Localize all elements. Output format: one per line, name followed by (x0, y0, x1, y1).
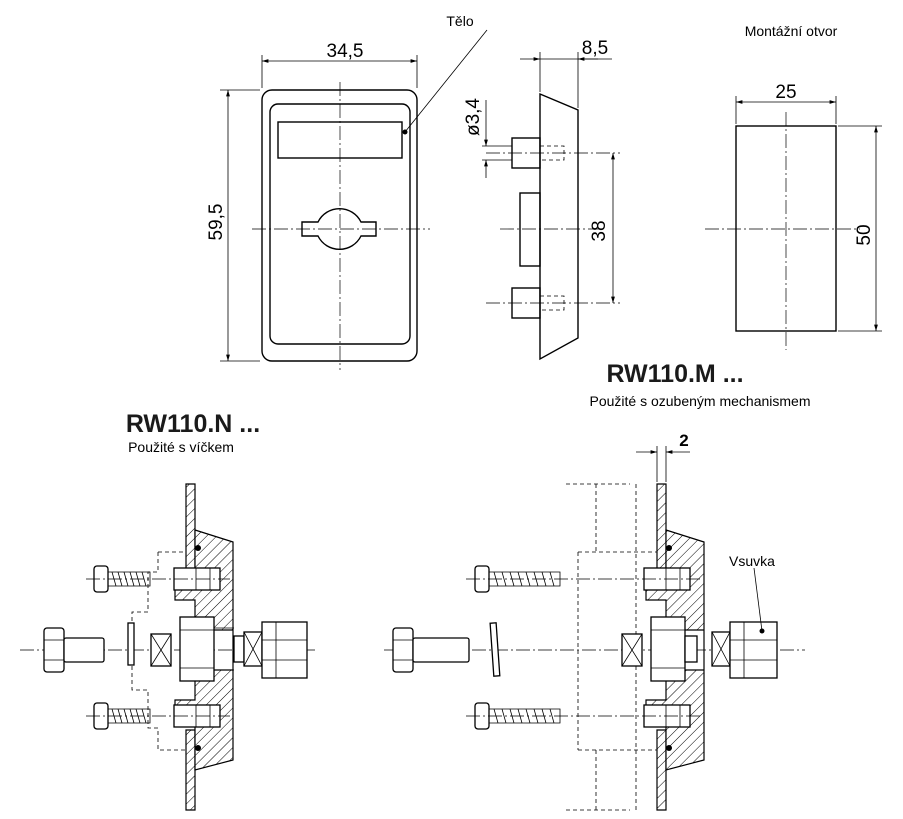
gap-dimension: 2 (679, 431, 688, 450)
cutout-width-dimension: 25 (775, 82, 796, 103)
height-dimension: 59,5 (206, 204, 227, 241)
assembly-n (20, 483, 315, 811)
assembly-m: 2 Vsuvka (384, 431, 805, 811)
mounting-hole-label: Montážní otvor (745, 23, 838, 39)
model-n-description: Použité s víčkem (128, 439, 234, 455)
depth-dimension: 8,5 (582, 38, 608, 59)
model-n-title: RW110.N ... (126, 410, 260, 438)
side-view: 8,5 ø3,4 38 (463, 38, 620, 361)
mounting-cutout: Montážní otvor 25 50 (705, 23, 882, 350)
hole-diameter-dimension: ø3,4 (463, 98, 484, 136)
body-label: Tělo (446, 13, 473, 29)
model-m-description: Použité s ozubeným mechanismem (590, 393, 811, 409)
front-view: 34,5 59,5 Tělo (206, 13, 488, 370)
hole-spacing-dimension: 38 (589, 220, 610, 241)
width-dimension: 34,5 (327, 41, 364, 62)
model-m-title: RW110.M ... (606, 360, 743, 388)
nipple-label: Vsuvka (729, 553, 775, 569)
cutout-height-dimension: 50 (854, 224, 875, 245)
